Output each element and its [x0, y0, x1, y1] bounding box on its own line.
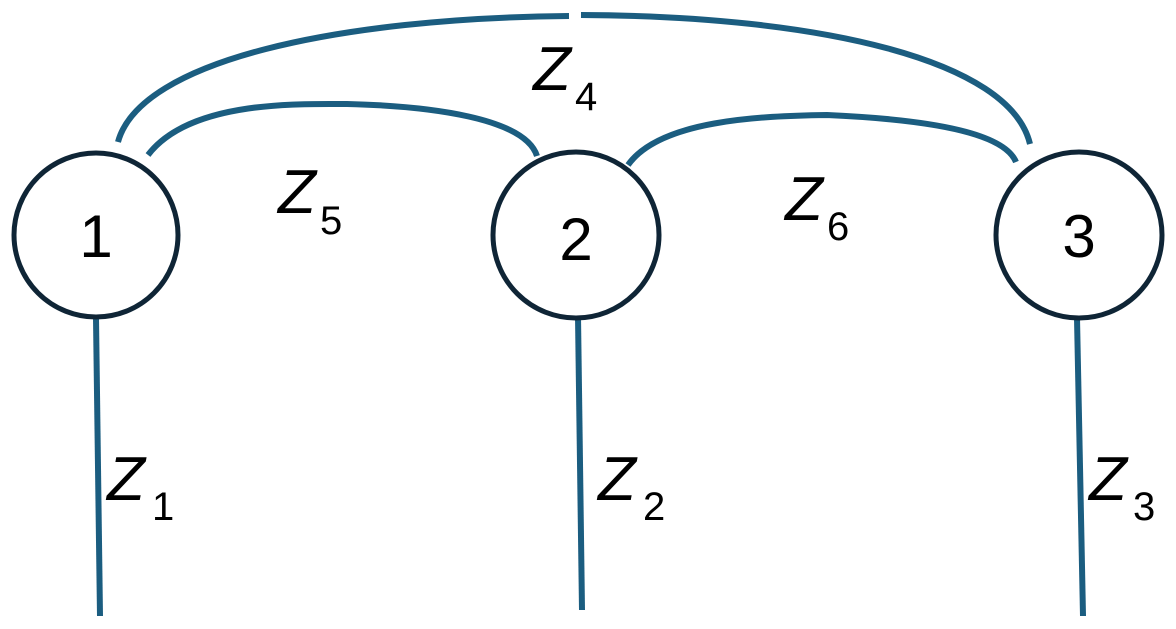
node-3-label: 3 [1062, 203, 1095, 270]
branch-z5-arc [145, 100, 540, 158]
label-z2-symbol: Z [596, 445, 638, 514]
label-z1-subscript: 1 [152, 485, 174, 529]
node-2-circle [490, 149, 662, 321]
branch-z4-arc-left [115, 13, 570, 143]
label-z6: Z 6 [783, 165, 849, 249]
label-z4: Z 4 [531, 35, 597, 119]
branch-z4-arc-right [580, 12, 1033, 145]
branch-z3-line [1074, 317, 1086, 617]
node-1-circle [11, 150, 181, 320]
label-z3-subscript: 3 [1133, 485, 1155, 529]
label-z2: Z 2 [596, 445, 665, 529]
node-3: 3 [993, 149, 1165, 321]
label-z1: Z 1 [105, 445, 174, 529]
label-z6-subscript: 6 [827, 205, 849, 249]
label-z5-subscript: 5 [320, 199, 342, 243]
node-2-label: 2 [559, 206, 592, 273]
label-z2-subscript: 2 [643, 485, 665, 529]
node-1-label: 1 [79, 203, 112, 270]
branch-z1-line [93, 317, 103, 617]
label-z6-symbol: Z [783, 165, 825, 234]
label-z4-subscript: 4 [575, 75, 597, 119]
label-z1-symbol: Z [105, 445, 147, 514]
label-z4-symbol: Z [531, 35, 573, 104]
label-z3-symbol: Z [1087, 445, 1129, 514]
label-z5-symbol: Z [276, 158, 318, 227]
node-3-circle [993, 149, 1165, 321]
node-2: 2 [490, 149, 662, 321]
branch-z2-line [575, 315, 585, 611]
label-z3: Z 3 [1087, 445, 1155, 529]
label-z5: Z 5 [276, 158, 342, 243]
branch-z6-arc [625, 111, 1019, 167]
node-1: 1 [11, 150, 181, 320]
